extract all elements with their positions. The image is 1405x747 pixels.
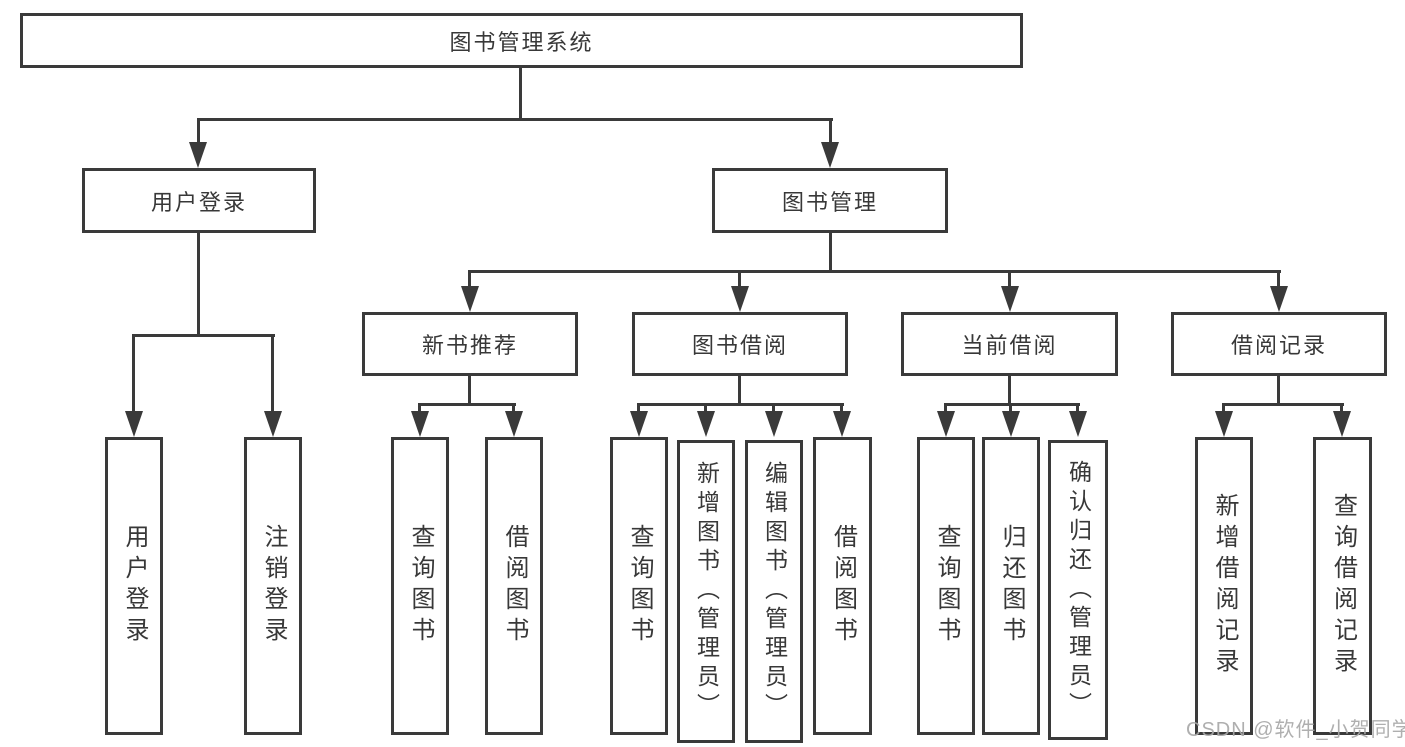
- connector-line: [468, 273, 471, 288]
- arrow-down-icon: [264, 411, 282, 437]
- leaf-query-borrow-record: 查询借阅记录: [1313, 437, 1372, 735]
- connector-line: [944, 403, 1080, 406]
- arrow-down-icon: [461, 286, 479, 312]
- arrow-down-icon: [731, 286, 749, 312]
- connector-line: [197, 233, 200, 337]
- connector-line: [1222, 406, 1225, 414]
- connector-line: [637, 403, 844, 406]
- arrow-down-icon: [765, 411, 783, 437]
- leaf-query-books-current: 查询图书: [917, 437, 975, 735]
- node-book-management: 图书管理: [712, 168, 948, 233]
- connector-line: [829, 121, 832, 145]
- node-borrowing-records: 借阅记录: [1171, 312, 1387, 376]
- leaf-borrow-books-recommend: 借阅图书: [485, 437, 543, 735]
- leaf-return-books: 归还图书: [982, 437, 1040, 735]
- arrow-down-icon: [1215, 411, 1233, 437]
- watermark: CSDN @软件_小贺同学: [1186, 719, 1405, 741]
- connector-line: [197, 121, 200, 145]
- leaf-edit-books-admin: 编辑图书（管理员）: [745, 440, 803, 743]
- connector-line: [1340, 406, 1343, 414]
- arrow-down-icon: [833, 411, 851, 437]
- arrow-down-icon: [1069, 411, 1087, 437]
- connector-line: [418, 406, 421, 414]
- arrow-down-icon: [630, 411, 648, 437]
- connector-line: [512, 406, 515, 414]
- node-library-management-system: 图书管理系统: [20, 13, 1023, 68]
- connector-line: [519, 68, 522, 120]
- connector-line: [418, 403, 516, 406]
- connector-line: [468, 270, 1281, 273]
- connector-line: [1222, 403, 1344, 406]
- leaf-confirm-return-admin: 确认归还（管理员）: [1048, 440, 1108, 740]
- arrow-down-icon: [697, 411, 715, 437]
- connector-line: [738, 376, 741, 405]
- connector-line: [1009, 406, 1012, 414]
- leaf-query-books-recommend: 查询图书: [391, 437, 449, 735]
- leaf-add-borrow-record: 新增借阅记录: [1195, 437, 1253, 735]
- connector-line: [1008, 376, 1011, 405]
- arrow-down-icon: [1001, 286, 1019, 312]
- connector-line: [468, 376, 471, 405]
- connector-line: [1076, 406, 1079, 414]
- connector-line: [1277, 273, 1280, 288]
- connector-line: [271, 337, 274, 413]
- leaf-logout-login: 注销登录: [244, 437, 302, 735]
- connector-line: [829, 233, 832, 272]
- connector-line: [1008, 273, 1011, 288]
- node-current-borrowing: 当前借阅: [901, 312, 1118, 376]
- leaf-borrow-books-borrowing: 借阅图书: [813, 437, 872, 735]
- arrow-down-icon: [1270, 286, 1288, 312]
- connector-line: [772, 406, 775, 414]
- arrow-down-icon: [821, 142, 839, 168]
- node-new-book-recommendation: 新书推荐: [362, 312, 578, 376]
- arrow-down-icon: [125, 411, 143, 437]
- arrow-down-icon: [1002, 411, 1020, 437]
- connector-line: [704, 406, 707, 414]
- connector-line: [944, 406, 947, 414]
- connector-line: [1277, 376, 1280, 405]
- connector-line: [132, 334, 275, 337]
- arrow-down-icon: [1333, 411, 1351, 437]
- arrow-down-icon: [937, 411, 955, 437]
- node-user-login: 用户登录: [82, 168, 316, 233]
- arrow-down-icon: [189, 142, 207, 168]
- connector-line: [637, 406, 640, 414]
- connector-line: [840, 406, 843, 414]
- leaf-query-books-borrowing: 查询图书: [610, 437, 668, 735]
- arrow-down-icon: [411, 411, 429, 437]
- connector-line: [738, 273, 741, 288]
- connector-line: [132, 337, 135, 413]
- connector-line: [197, 118, 833, 121]
- leaf-user-login: 用户登录: [105, 437, 163, 735]
- node-book-borrowing: 图书借阅: [632, 312, 848, 376]
- leaf-add-books-admin: 新增图书（管理员）: [677, 440, 735, 743]
- arrow-down-icon: [505, 411, 523, 437]
